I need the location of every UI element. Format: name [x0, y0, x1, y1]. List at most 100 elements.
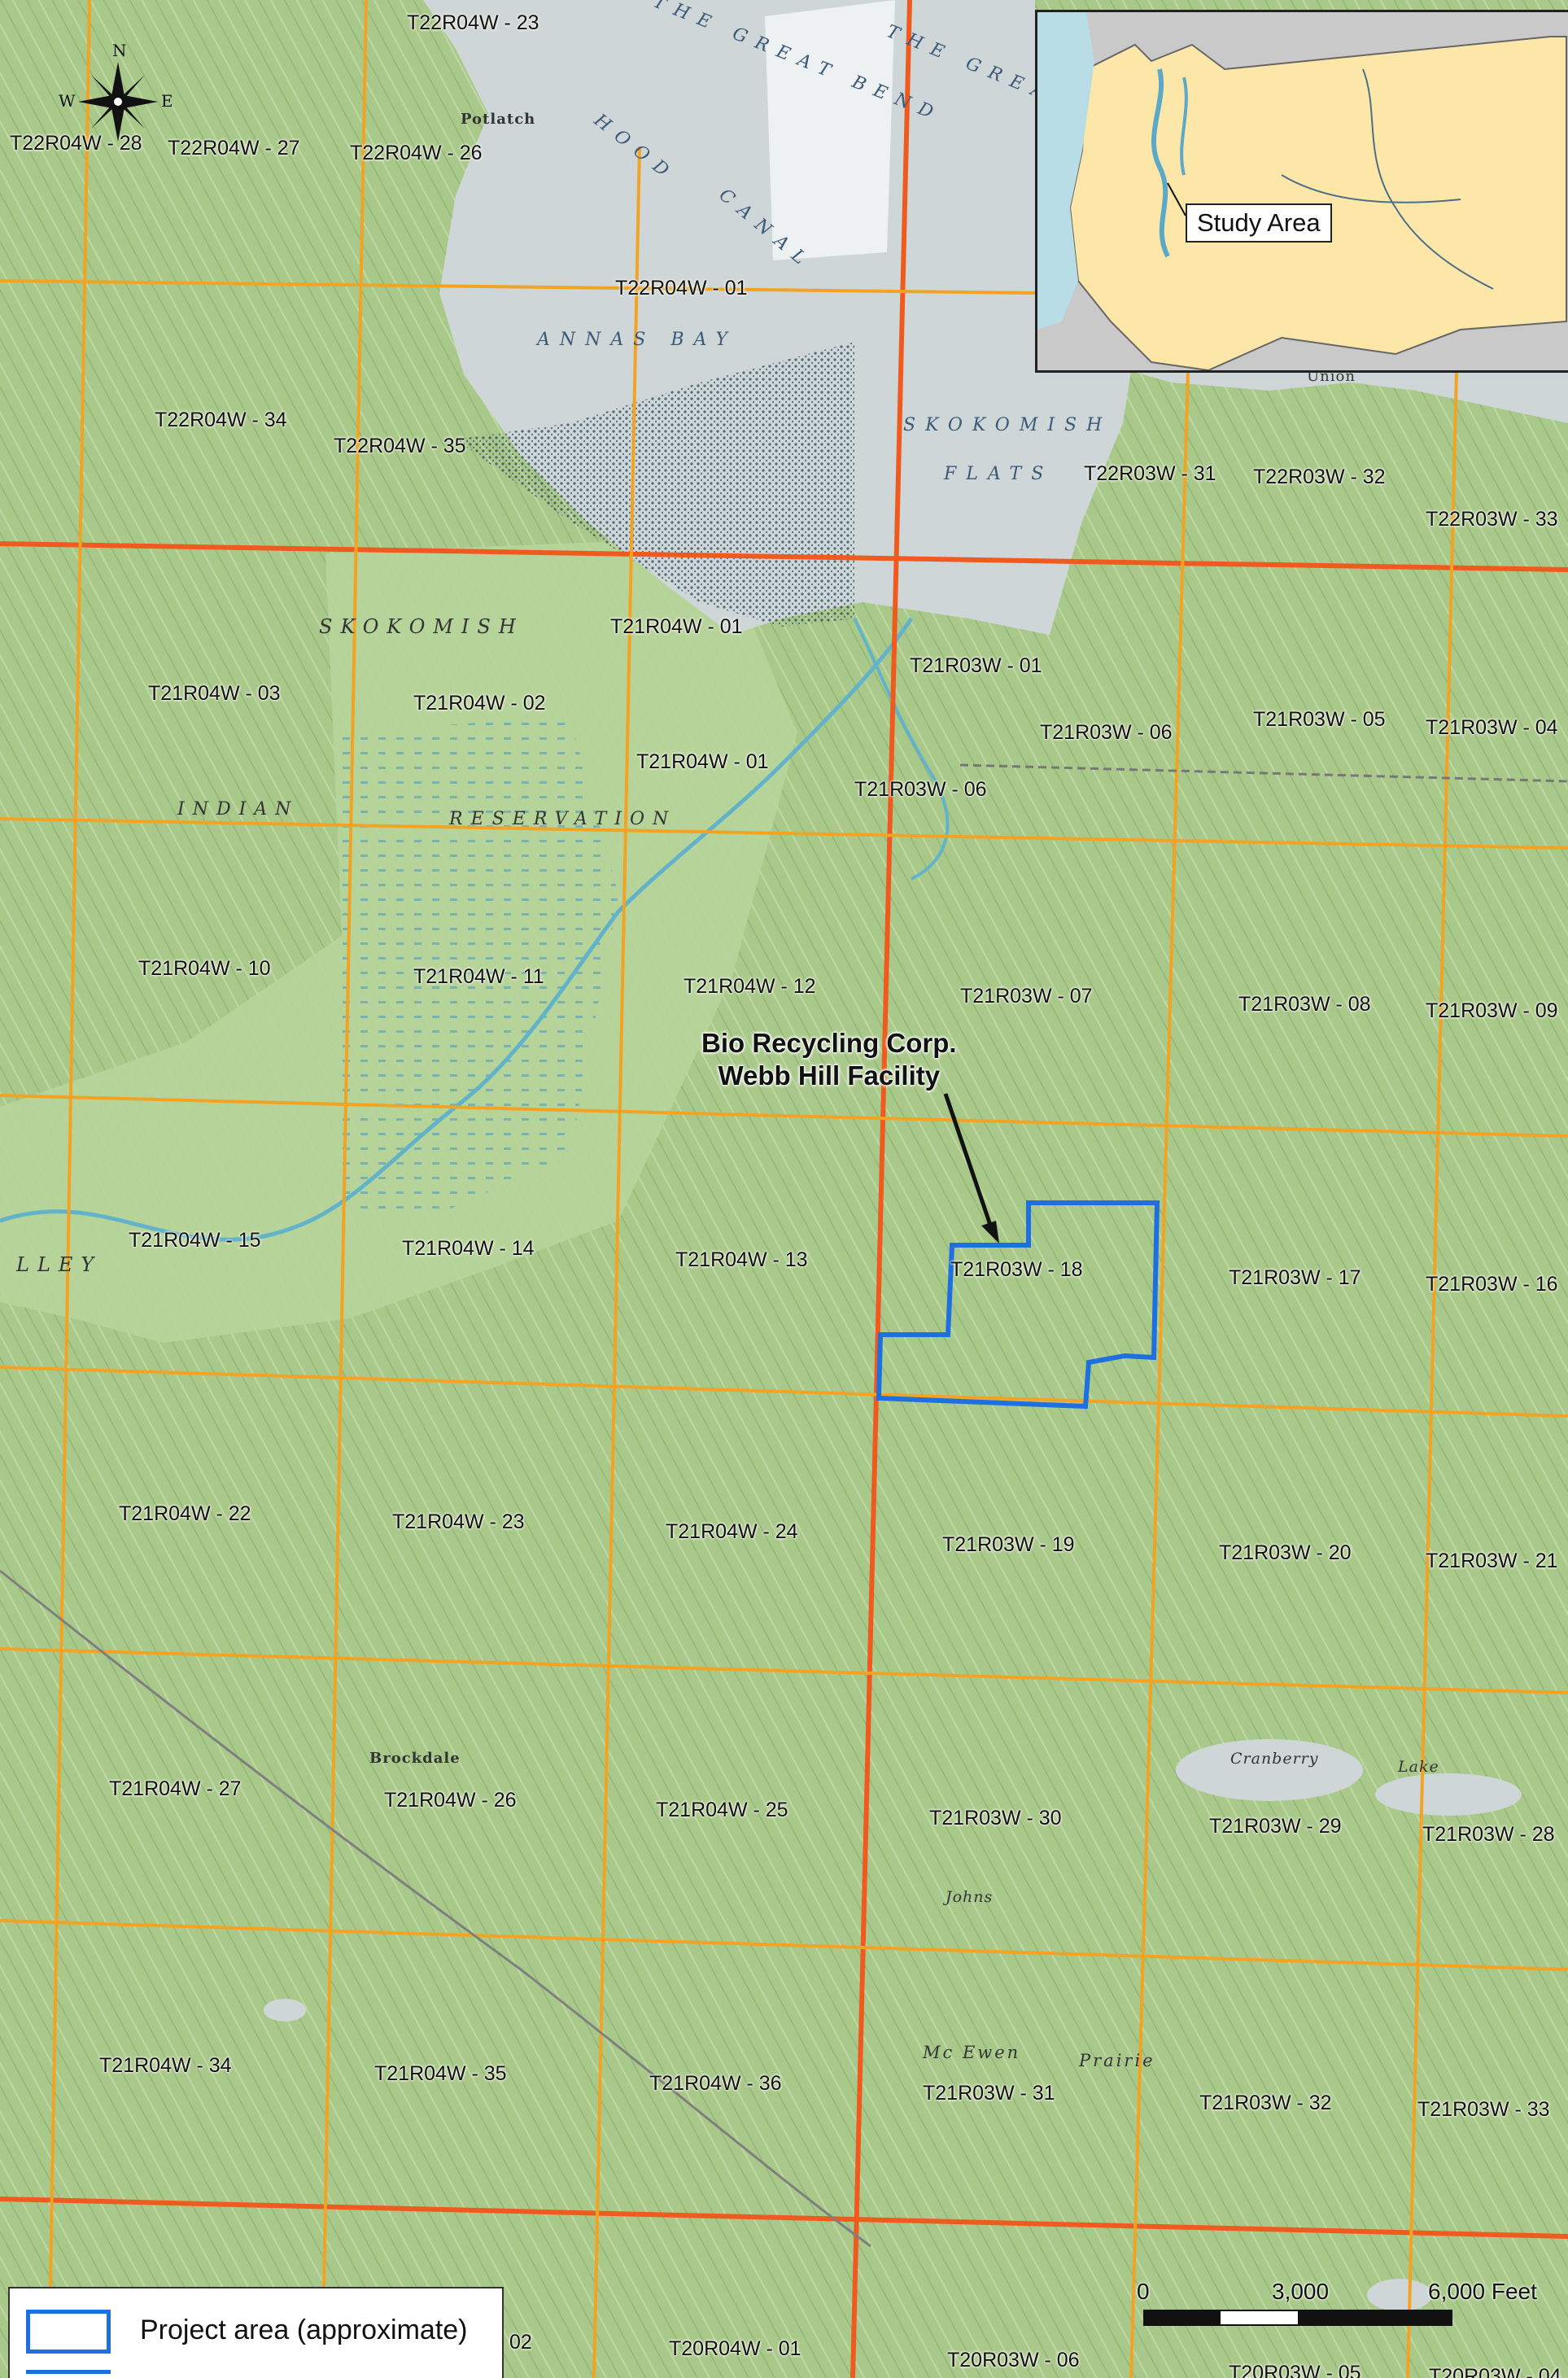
township-line-n [0, 541, 1568, 572]
inset-study-area-label: Study Area [1186, 203, 1332, 243]
section-label: T21R04W - 35 [374, 2062, 507, 2085]
section-label: T22R04W - 26 [350, 142, 483, 164]
kent-lake [264, 1999, 306, 2022]
facility-arrow-head [981, 1221, 999, 1244]
scale-tick-0: 0 [1137, 2279, 1150, 2304]
section-label: T22R03W - 33 [1426, 508, 1558, 531]
section-label: T22R04W - 27 [168, 137, 300, 160]
skokomish-river [0, 617, 914, 1242]
section-label: T21R04W - 13 [675, 1248, 808, 1271]
section-label: T21R03W - 06 [1040, 721, 1173, 744]
section-label: T21R04W - 36 [649, 2072, 782, 2095]
place-label-brockdale: Brockdale [369, 1750, 461, 1767]
place-label-mc-ewen: Mc Ewen [923, 2043, 1021, 2062]
place-label-cranberry: Cranberry [1230, 1750, 1319, 1768]
place-label-skokomish: SKOKOMISH [319, 615, 524, 638]
section-label: T21R03W - 20 [1219, 1541, 1352, 1564]
lake-south [1367, 2279, 1432, 2311]
water-label-annas-bay: ANNAS BAY [537, 330, 738, 350]
section-label: T21R04W - 26 [384, 1789, 517, 1812]
section-label: T21R03W - 08 [1238, 993, 1371, 1016]
inset-locator-map: Study Area [1035, 10, 1568, 373]
place-label-indian: INDIAN [177, 799, 299, 820]
compass-rose-icon [78, 62, 158, 142]
place-label-lake: Lake [1398, 1758, 1439, 1776]
range-line [850, 0, 912, 2378]
section-label: T20R03W - 04 [1429, 2365, 1561, 2378]
section-label: T21R03W - 21 [1426, 1550, 1558, 1572]
section-label: T21R03W - 30 [929, 1807, 1062, 1829]
section-label: T21R03W - 32 [1199, 2092, 1332, 2114]
place-label-lley: LLEY [16, 1253, 103, 1276]
section-label: T21R04W - 15 [129, 1229, 261, 1252]
section-label: T21R03W - 19 [942, 1533, 1075, 1556]
facility-name-line2: Webb Hill Facility [718, 1060, 941, 1091]
section-label: T21R03W - 16 [1426, 1273, 1558, 1296]
scale-bar: 0 3,000 6,000 Feet [1135, 2279, 1542, 2336]
north-arrow: N W E [59, 41, 173, 146]
scale-segment-3 [1298, 2310, 1452, 2326]
project-area-outline[interactable] [876, 1200, 1160, 1410]
place-label-prairie: Prairie [1079, 2051, 1155, 2070]
place-label-reservation: RESERVATION [449, 809, 677, 829]
road-east [959, 763, 1568, 783]
canal-east-water [1131, 371, 1568, 423]
river-branch [853, 618, 950, 881]
legend-project-area-swatch [26, 2310, 111, 2354]
section-label: T20R04W - 01 [669, 2337, 801, 2360]
section-label: T21R03W - 09 [1426, 999, 1558, 1022]
section-label: T21R03W - 04 [1426, 716, 1558, 739]
section-label: T21R04W - 24 [666, 1520, 798, 1543]
section-label: T21R03W - 28 [1422, 1823, 1555, 1846]
section-label: T22R04W - 01 [615, 277, 748, 299]
section-label: T21R04W - 14 [402, 1237, 535, 1260]
scale-tick-3000: 3,000 [1272, 2279, 1330, 2304]
water-label-skokomish: SKOKOMISH [903, 415, 1112, 435]
map-legend: Project area (approximate) [8, 2287, 504, 2378]
section-label: T22R04W - 28 [10, 132, 142, 155]
section-label: T21R04W - 27 [109, 1777, 242, 1800]
section-label: T21R04W - 11 [413, 965, 544, 988]
township-line-s [0, 2197, 1568, 2239]
section-label: T21R03W - 05 [1253, 708, 1386, 731]
cranberry-lake [1176, 1739, 1363, 1801]
section-label: T21R04W - 02 [413, 692, 546, 715]
compass-east-label: E [161, 91, 173, 111]
railroad [0, 1569, 871, 2248]
section-label: T21R04W - 22 [119, 1502, 251, 1525]
canal-light-patch [765, 0, 895, 260]
section-label: T22R04W - 35 [334, 435, 466, 457]
compass-west-label: W [59, 91, 76, 111]
section-label: T21R04W - 34 [99, 2054, 232, 2077]
inset-state-map [1037, 12, 1568, 370]
section-label: 02 [509, 2331, 532, 2354]
water-label-flats: FLATS [944, 464, 1054, 484]
section-label: T21R04W - 25 [656, 1799, 788, 1821]
place-label-johns: Johns [946, 1888, 994, 1906]
section-label: T21R03W - 29 [1209, 1815, 1342, 1838]
section-label: T21R04W - 10 [138, 957, 271, 980]
section-label: T21R03W - 07 [960, 985, 1093, 1008]
section-label: T21R03W - 33 [1417, 2098, 1550, 2121]
scale-tick-6000: 6,000 Feet [1428, 2279, 1537, 2304]
section-label: T21R04W - 01 [636, 750, 769, 773]
facility-callout: Bio Recycling Corp. Webb Hill Facility [701, 1027, 957, 1092]
marsh-area [342, 716, 618, 1221]
facility-name-line1: Bio Recycling Corp. [701, 1028, 957, 1058]
compass-north-label: N [112, 41, 127, 60]
legend-project-area-label: Project area (approximate) [140, 2315, 468, 2345]
place-label-potlatch: Potlatch [461, 111, 536, 128]
section-label: T21R04W - 12 [684, 975, 816, 998]
section-label: T21R04W - 23 [392, 1510, 525, 1533]
section-label: T21R04W - 03 [148, 682, 281, 705]
scale-segment-1 [1143, 2310, 1221, 2326]
section-label: T21R03W - 31 [923, 2082, 1055, 2105]
section-label: T21R03W - 18 [950, 1258, 1083, 1281]
facility-arrow-line [943, 1093, 995, 1233]
section-label: T22R03W - 32 [1253, 466, 1386, 488]
section-label: T20R03W - 05 [1229, 2362, 1361, 2378]
section-label: T21R03W - 01 [910, 654, 1042, 677]
section-label: T21R03W - 17 [1229, 1266, 1361, 1289]
